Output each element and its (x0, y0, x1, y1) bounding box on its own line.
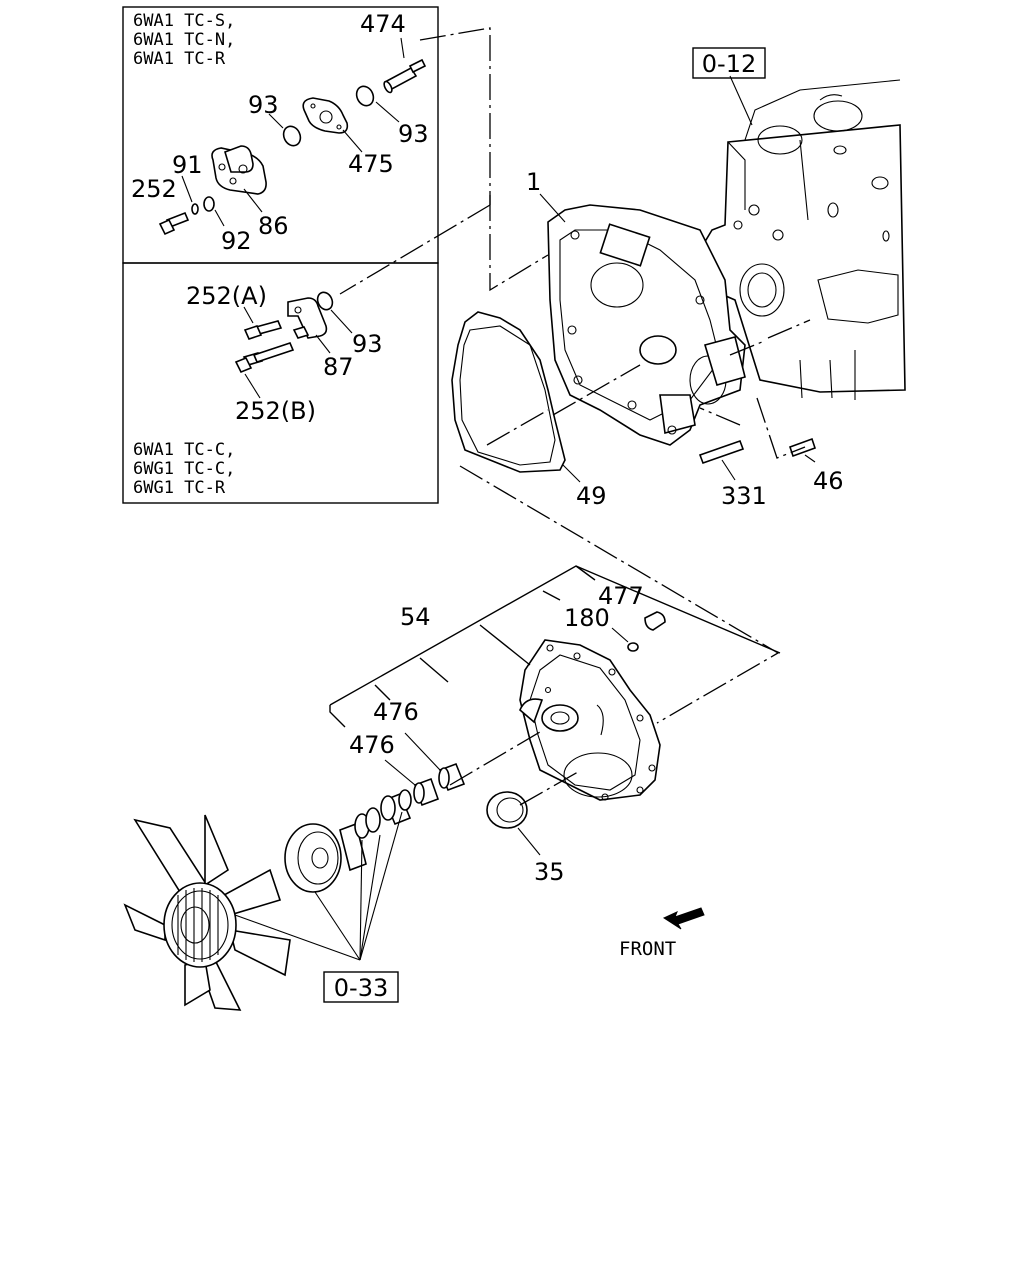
callout-474: 474 (360, 10, 406, 38)
model-label: 6WA1 TC-R (133, 49, 226, 69)
callout-476: 476 (373, 698, 419, 726)
bushing-476-icon (413, 777, 440, 807)
oil-seal-35-icon (486, 791, 528, 829)
bracket-87-icon (287, 297, 328, 339)
gasket-49-icon (451, 311, 566, 473)
callout-93: 93 (248, 91, 279, 119)
sensor-86-icon (211, 145, 267, 195)
callout-476: 476 (349, 731, 395, 759)
bolt-252b-icon (234, 342, 295, 374)
callout-252: 252 (131, 175, 177, 203)
callout-1: 1 (526, 168, 541, 196)
callout-331: 331 (721, 482, 767, 510)
sensor-adapter-parts (158, 37, 427, 236)
callout-87: 87 (323, 353, 354, 381)
model-label: 6WG1 TC-C, (133, 459, 235, 479)
washer-91-icon (191, 203, 199, 215)
bracket-parts (234, 291, 353, 399)
bolt-252-icon (158, 211, 190, 236)
center-lines (339, 27, 811, 806)
callout-86: 86 (258, 212, 289, 240)
o-ring-93-icon (316, 291, 334, 311)
front-label: FRONT (619, 938, 676, 960)
bolt-252a-icon (243, 320, 283, 340)
callout-93: 93 (398, 120, 429, 148)
callout-92: 92 (221, 227, 252, 255)
model-list-upper: 6WA1 TC-S, 6WA1 TC-N, 6WA1 TC-R (133, 11, 235, 69)
callout-477: 477 (598, 582, 644, 610)
ref-label-fan: 0-33 (334, 974, 388, 1002)
front-cover-illustration (519, 639, 661, 801)
gear-case-illustration (547, 204, 746, 446)
model-list-lower: 6WA1 TC-C, 6WG1 TC-C, 6WG1 TC-R (133, 440, 235, 498)
bushing-476-icon (438, 762, 466, 792)
flange-475-icon (302, 97, 349, 134)
callout-475: 475 (348, 150, 394, 178)
callout-91: 91 (172, 151, 203, 179)
washer-92-icon (203, 196, 215, 212)
callout-180: 180 (564, 604, 610, 632)
inset-panel (122, 6, 439, 504)
model-label: 6WA1 TC-S, (133, 11, 235, 31)
callout-54: 54 (400, 603, 431, 631)
stud-331-icon (698, 439, 745, 465)
o-ring-93-icon (282, 125, 302, 147)
ref-label-engine: 0-12 (702, 50, 756, 78)
adapter-474-icon (383, 58, 427, 94)
engine-block-illustration (699, 79, 906, 400)
plug-477-icon (644, 611, 666, 631)
callout-252b: 252(B) (235, 397, 316, 425)
callout-49: 49 (576, 482, 607, 510)
callout-93: 93 (352, 330, 383, 358)
ref-box-engine[interactable]: 0-12 (692, 47, 766, 79)
model-label: 6WG1 TC-R (133, 478, 226, 498)
model-label: 6WA1 TC-N, (133, 30, 235, 50)
callout-labels: 474 93 93 475 91 252 86 92 252(A) 93 87 … (131, 10, 844, 886)
leader-lines (234, 75, 816, 961)
front-indicator: FRONT (619, 907, 705, 960)
fan-assembly-illustration (123, 789, 412, 1011)
o-ring-93-icon (355, 85, 375, 107)
callout-46: 46 (813, 467, 844, 495)
ref-box-fan[interactable]: 0-33 (323, 971, 399, 1003)
callout-252a: 252(A) (186, 282, 267, 310)
front-arrow-icon (662, 907, 705, 930)
callout-35: 35 (534, 858, 565, 886)
washer-180-icon (627, 642, 639, 652)
model-label: 6WA1 TC-C, (133, 440, 235, 460)
